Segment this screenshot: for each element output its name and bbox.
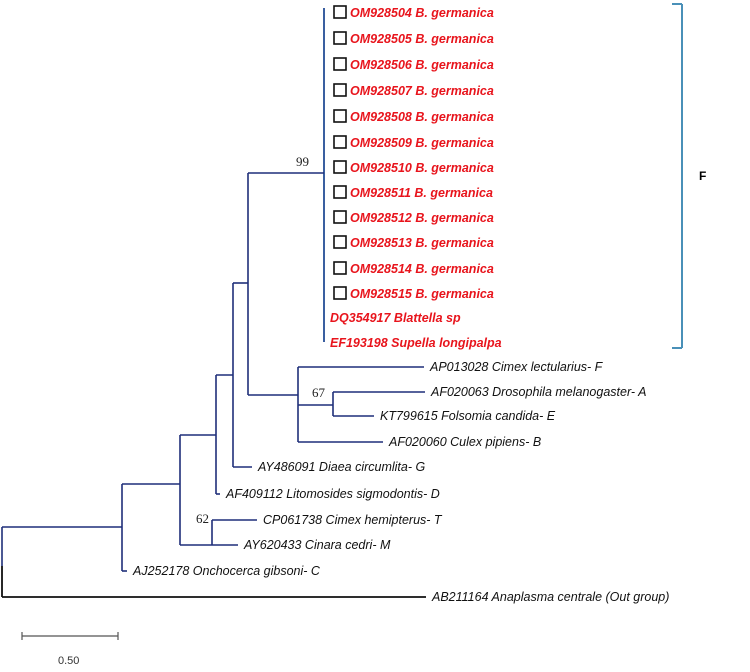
square-marker-icon [333, 31, 347, 45]
square-marker-icon [333, 286, 347, 300]
square-marker-icon [333, 210, 347, 224]
bootstrap-62: 62 [196, 511, 209, 526]
bootstrap-99: 99 [296, 154, 309, 169]
leaf-label: OM928507 B. germanica [350, 84, 494, 98]
leaf-label: AJ252178 Onchocerca gibsoni- C [132, 564, 321, 578]
leaf-label: KT799615 Folsomia candida- E [380, 409, 556, 423]
leaf-label: OM928515 B. germanica [350, 287, 494, 301]
leaf-label: AF020060 Culex pipiens- B [388, 435, 541, 449]
leaf-label: EF193198 Supella longipalpa [330, 336, 502, 350]
leaf-label: OM928505 B. germanica [350, 32, 494, 46]
square-marker-icon [333, 135, 347, 149]
leaf-label: OM928513 B. germanica [350, 236, 494, 250]
square-marker-icon [333, 57, 347, 71]
leaf-label: OM928510 B. germanica [350, 161, 494, 175]
square-marker-icon [333, 83, 347, 97]
leaf-label: OM928506 B. germanica [350, 58, 494, 72]
leaf-label: AP013028 Cimex lectularius- F [429, 360, 604, 374]
leaf-label: AF020063 Drosophila melanogaster- A [430, 385, 646, 399]
leaf-label: AY486091 Diaea circumlita- G [257, 460, 425, 474]
square-marker-icon [333, 261, 347, 275]
bootstrap-67: 67 [312, 385, 326, 400]
scale-bar-label: 0.50 [58, 655, 79, 667]
square-marker-icon [333, 109, 347, 123]
leaf-label: OM928504 B. germanica [350, 6, 494, 20]
leaf-label: OM928511 B. germanica [350, 186, 493, 200]
leaf-label: OM928509 B. germanica [350, 136, 494, 150]
square-marker-icon [333, 185, 347, 199]
square-marker-icon [333, 235, 347, 249]
tree-branches [1, 172, 425, 572]
leaf-label: CP061738 Cimex hemipterus- T [263, 513, 443, 527]
leaf-label: OM928512 B. germanica [350, 211, 494, 225]
leaf-label: DQ354917 Blattella sp [330, 311, 461, 325]
leaf-label: AY620433 Cinara cedri- M [243, 538, 391, 552]
leaf-label: AB211164 Anaplasma centrale (Out group) [431, 590, 669, 604]
outgroup-branch [1, 566, 426, 598]
scale-bar [21, 632, 119, 640]
clade-bracket [672, 3, 683, 349]
clade-label: F [699, 169, 706, 183]
leaf-label: OM928508 B. germanica [350, 110, 494, 124]
sample-markers [333, 5, 347, 300]
square-marker-icon [333, 160, 347, 174]
square-marker-icon [333, 5, 347, 19]
leaf-label: AF409112 Litomosides sigmodontis- D [225, 487, 440, 501]
leaf-label: OM928514 B. germanica [350, 262, 494, 276]
